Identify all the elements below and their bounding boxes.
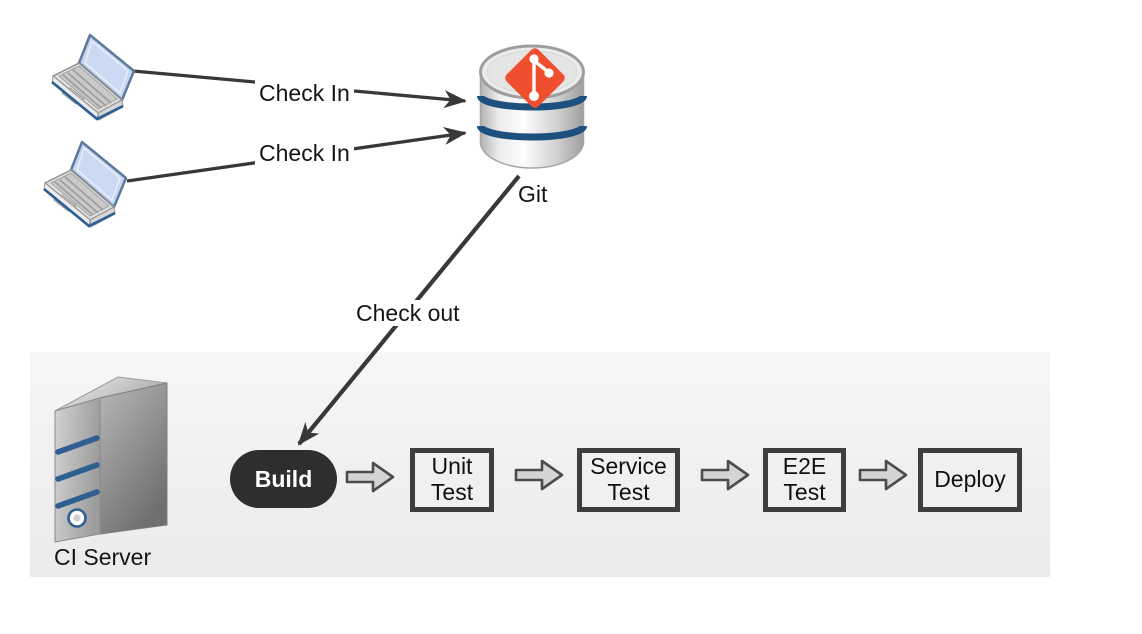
block-arrow-icon [514, 459, 564, 491]
ci-server-panel [30, 352, 1050, 577]
git-database-icon [477, 44, 587, 169]
check-in-label-1: Check In [255, 80, 354, 107]
block-arrow-icon [858, 459, 908, 491]
build-node: Build [230, 450, 337, 508]
block-arrow-icon [700, 459, 750, 491]
stage-box-unit-test: Unit Test [410, 448, 494, 512]
git-logo-icon [505, 48, 565, 108]
block-arrow-icon [345, 461, 395, 493]
git-label: Git [518, 181, 548, 207]
check-in-label-2: Check In [255, 140, 354, 167]
server-tower-icon [54, 376, 168, 543]
stage-box-deploy: Deploy [918, 448, 1022, 512]
stage-box-e2e-test: E2E Test [763, 448, 846, 512]
laptop-icon [50, 33, 136, 122]
ci-server-label: CI Server [54, 544, 152, 570]
laptop-icon [42, 140, 128, 229]
stage-box-service-test: Service Test [577, 448, 680, 512]
check-out-label: Check out [352, 300, 464, 327]
